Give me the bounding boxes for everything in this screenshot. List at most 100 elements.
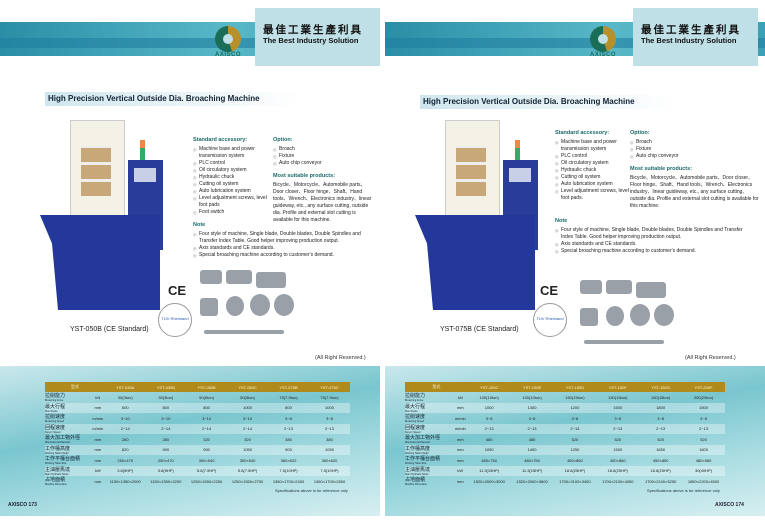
option-item: Fixture xyxy=(630,146,760,153)
table-cell: 3~8 xyxy=(571,415,579,421)
row-unit: m/min xyxy=(454,415,466,421)
table-cell: 250×470 xyxy=(117,457,134,463)
option-heading: Option: xyxy=(630,130,650,136)
options-section: Option:BroachFixtureAuto chip conveyor M… xyxy=(273,137,373,224)
signal-lamp-icon xyxy=(140,140,145,160)
machine-guard xyxy=(445,120,500,220)
table-cell: 2~13 xyxy=(639,423,683,434)
table-cell: 3~8 xyxy=(700,415,707,421)
table-cell: 900 xyxy=(186,444,228,455)
standard-item: Level adjustment screws, level foot pads… xyxy=(555,188,630,202)
model-column-header: YST-030B xyxy=(145,382,187,392)
model-column-header: YST-075B xyxy=(268,382,309,392)
table-cell: 11.3(15HP) xyxy=(510,465,554,476)
brand-box: 最佳工業生產利具 The Best Industry Solution xyxy=(633,8,758,66)
row-unit: kW xyxy=(452,465,468,476)
standard-heading: Standard accessory: xyxy=(555,130,610,136)
row-label-en: Max Stroke xyxy=(405,409,418,413)
table-cell: 1500 xyxy=(596,444,640,455)
model-column-header: YST-100C xyxy=(467,382,511,392)
option-item: Fixture xyxy=(273,153,373,160)
table-cell: 900 xyxy=(268,444,309,455)
machine-base xyxy=(40,215,160,310)
row-label-en: Working Table Size xyxy=(45,462,67,466)
standard-item: Auto lubrication system xyxy=(555,181,630,188)
table-cell: 300×540 xyxy=(239,457,256,463)
table-cell: 3~8 xyxy=(528,415,536,421)
standard-item: Auto lubrication system xyxy=(193,188,268,195)
logo-mark-icon xyxy=(590,26,616,52)
table-cell: 2~13 xyxy=(596,423,640,434)
machine-guard xyxy=(70,120,125,220)
standard-accessory: Standard accessory: Machine base and powe… xyxy=(193,137,268,216)
row-label-zh: 占地面積 xyxy=(405,477,426,484)
model-header: 型式 xyxy=(405,382,468,392)
table-cell: 1250×1550×2250 xyxy=(190,478,223,484)
table-cell: 1250 xyxy=(553,444,597,455)
sample-parts-photo xyxy=(580,280,675,360)
options-section: Option:BroachFixtureAuto chip conveyor M… xyxy=(630,130,760,210)
table-cell: 1000 xyxy=(467,402,511,413)
standard-list: Machine base and power transmission syst… xyxy=(555,139,630,202)
row-label-en: Working Table Height xyxy=(45,451,69,455)
row-label-zh: 最大加工物外徑 xyxy=(45,435,81,442)
table-cell: 450×850 xyxy=(567,457,583,463)
row-unit: mm xyxy=(456,436,464,442)
machine-photo xyxy=(415,120,540,320)
table-cell: 520 xyxy=(657,436,664,442)
note-heading: Note xyxy=(555,218,568,224)
table-cell: 380 xyxy=(285,436,292,442)
note-list: Four style of machine, Single blade, Dou… xyxy=(555,227,755,255)
table-cell: 3~10 xyxy=(120,415,130,421)
brand-slogan: The Best Industry Solution xyxy=(263,36,359,45)
row-unit: mm xyxy=(94,436,102,442)
table-cell: 5.6(7.5HP) xyxy=(186,465,228,476)
row-label-en: Main Hydraulic Motor xyxy=(405,472,429,476)
note-item: Special broaching machine according to c… xyxy=(555,248,755,255)
signal-lamp-icon xyxy=(515,140,520,160)
products-text: Bicycle、Motorcycle、Automobile parts、Door… xyxy=(273,182,372,223)
machine-window xyxy=(81,146,111,196)
standard-heading: Standard accessory: xyxy=(193,137,248,143)
note-item: Four style of machine, Single blade, Dou… xyxy=(555,227,755,241)
machine-photo xyxy=(40,120,165,320)
table-cell: 50(5ton) xyxy=(199,394,215,400)
table-cell: 3~8 xyxy=(285,415,292,421)
table-cell: 75(7.5ton) xyxy=(279,394,298,400)
row-label-en: Max Stroke xyxy=(45,409,58,413)
table-cell: 2~13 xyxy=(268,423,309,434)
table-cell: 1200 xyxy=(553,402,597,413)
standard-item: Machine base and power transmission syst… xyxy=(193,146,268,160)
row-label-zh: 主油壓馬達 xyxy=(45,466,71,473)
table-cell: 1500 xyxy=(682,402,725,413)
row-label-en: Working Table Height xyxy=(405,451,429,455)
notes-section: NoteFour style of machine, Single blade,… xyxy=(193,222,373,259)
table-cell: 1650 xyxy=(639,444,683,455)
row-label-en: Broaching Speed xyxy=(405,420,425,424)
model-column-header: YST-050B xyxy=(186,382,228,392)
standard-item: Oil circulatory system xyxy=(555,160,630,167)
row-label-zh: 拉削能力 xyxy=(405,393,426,400)
option-heading: Option: xyxy=(273,137,293,143)
table-cell: 3~8 xyxy=(485,415,493,421)
table-cell: 1700×2100×5250 xyxy=(644,478,677,484)
row-label-en: Max External Diameter xyxy=(405,441,431,445)
row-unit: mm xyxy=(456,457,464,463)
table-cell: 2~14 xyxy=(104,423,146,434)
standard-accessory: Standard accessory: Machine base and powe… xyxy=(555,130,630,202)
option-item: Auto chip conveyor xyxy=(630,153,760,160)
row-unit: m/min xyxy=(92,415,104,421)
notes-section: NoteFour style of machine, Single blade,… xyxy=(555,218,755,255)
